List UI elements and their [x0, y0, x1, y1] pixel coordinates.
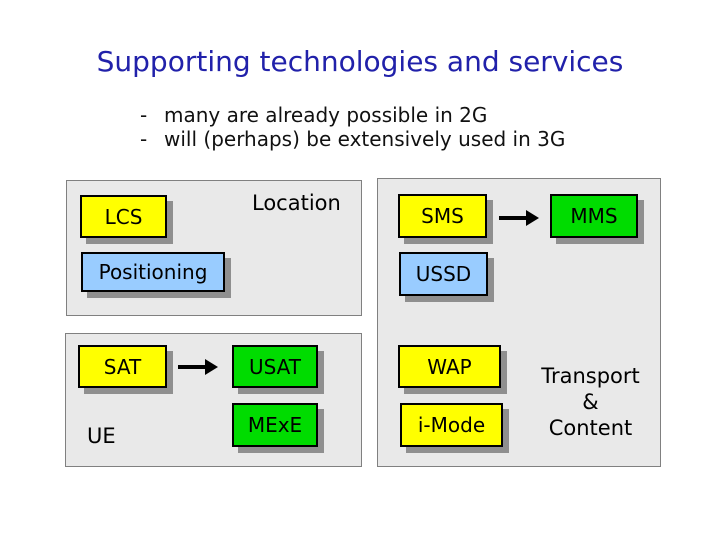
wap-label: WAP — [427, 354, 472, 379]
imode-label: i-Mode — [417, 413, 486, 437]
content-line: Content — [548, 416, 633, 440]
location-panel-caption: Location — [252, 191, 341, 215]
bullet-list: - many are already possible in 2G - will… — [140, 103, 565, 151]
lcs-box: LCS — [80, 195, 167, 238]
bullet-text: many are already possible in 2G — [164, 103, 488, 127]
arrow-shaft — [499, 216, 526, 220]
bullet-text: will (perhaps) be extensively used in 3G — [164, 127, 566, 151]
arrow-head — [205, 359, 218, 375]
ussd-label: USSD — [415, 262, 472, 286]
usat-label: USAT — [248, 354, 302, 379]
transport-line: Transport — [541, 364, 640, 388]
lcs-label: LCS — [104, 204, 143, 229]
mexe-label: MExE — [247, 413, 303, 437]
imode-box: i-Mode — [400, 403, 503, 447]
sat-label: SAT — [103, 354, 142, 379]
mexe-box: MExE — [232, 403, 318, 447]
sms-box: SMS — [398, 194, 487, 238]
arrow-head — [526, 210, 539, 226]
wap-box: WAP — [398, 345, 501, 388]
terminal-panel: SAT USAT MExE UE — [65, 333, 362, 467]
arrow-right-icon — [499, 210, 539, 226]
bullet-item: - will (perhaps) be extensively used in … — [140, 127, 565, 151]
mms-label: MMS — [570, 204, 618, 228]
transport-content-caption: Transport & Content — [518, 363, 663, 441]
bullet-item: - many are already possible in 2G — [140, 103, 565, 127]
positioning-label: Positioning — [98, 260, 208, 284]
bullet-marker: - — [140, 127, 148, 151]
ampersand-line: & — [582, 390, 599, 414]
arrow-right-icon — [178, 359, 218, 375]
sms-label: SMS — [421, 204, 464, 228]
services-panel: SMS MMS USSD WAP i-Mode Transport & Cont… — [377, 178, 661, 467]
arrow-shaft — [178, 365, 205, 369]
bullet-marker: - — [140, 103, 148, 127]
ue-panel-caption: UE — [87, 424, 116, 448]
sat-box: SAT — [78, 345, 167, 388]
location-panel: LCS Location Positioning — [66, 180, 362, 316]
positioning-box: Positioning — [81, 252, 225, 292]
ussd-box: USSD — [399, 252, 488, 296]
page-title: Supporting technologies and services — [96, 45, 624, 78]
mms-box: MMS — [550, 194, 638, 238]
usat-box: USAT — [232, 345, 318, 388]
